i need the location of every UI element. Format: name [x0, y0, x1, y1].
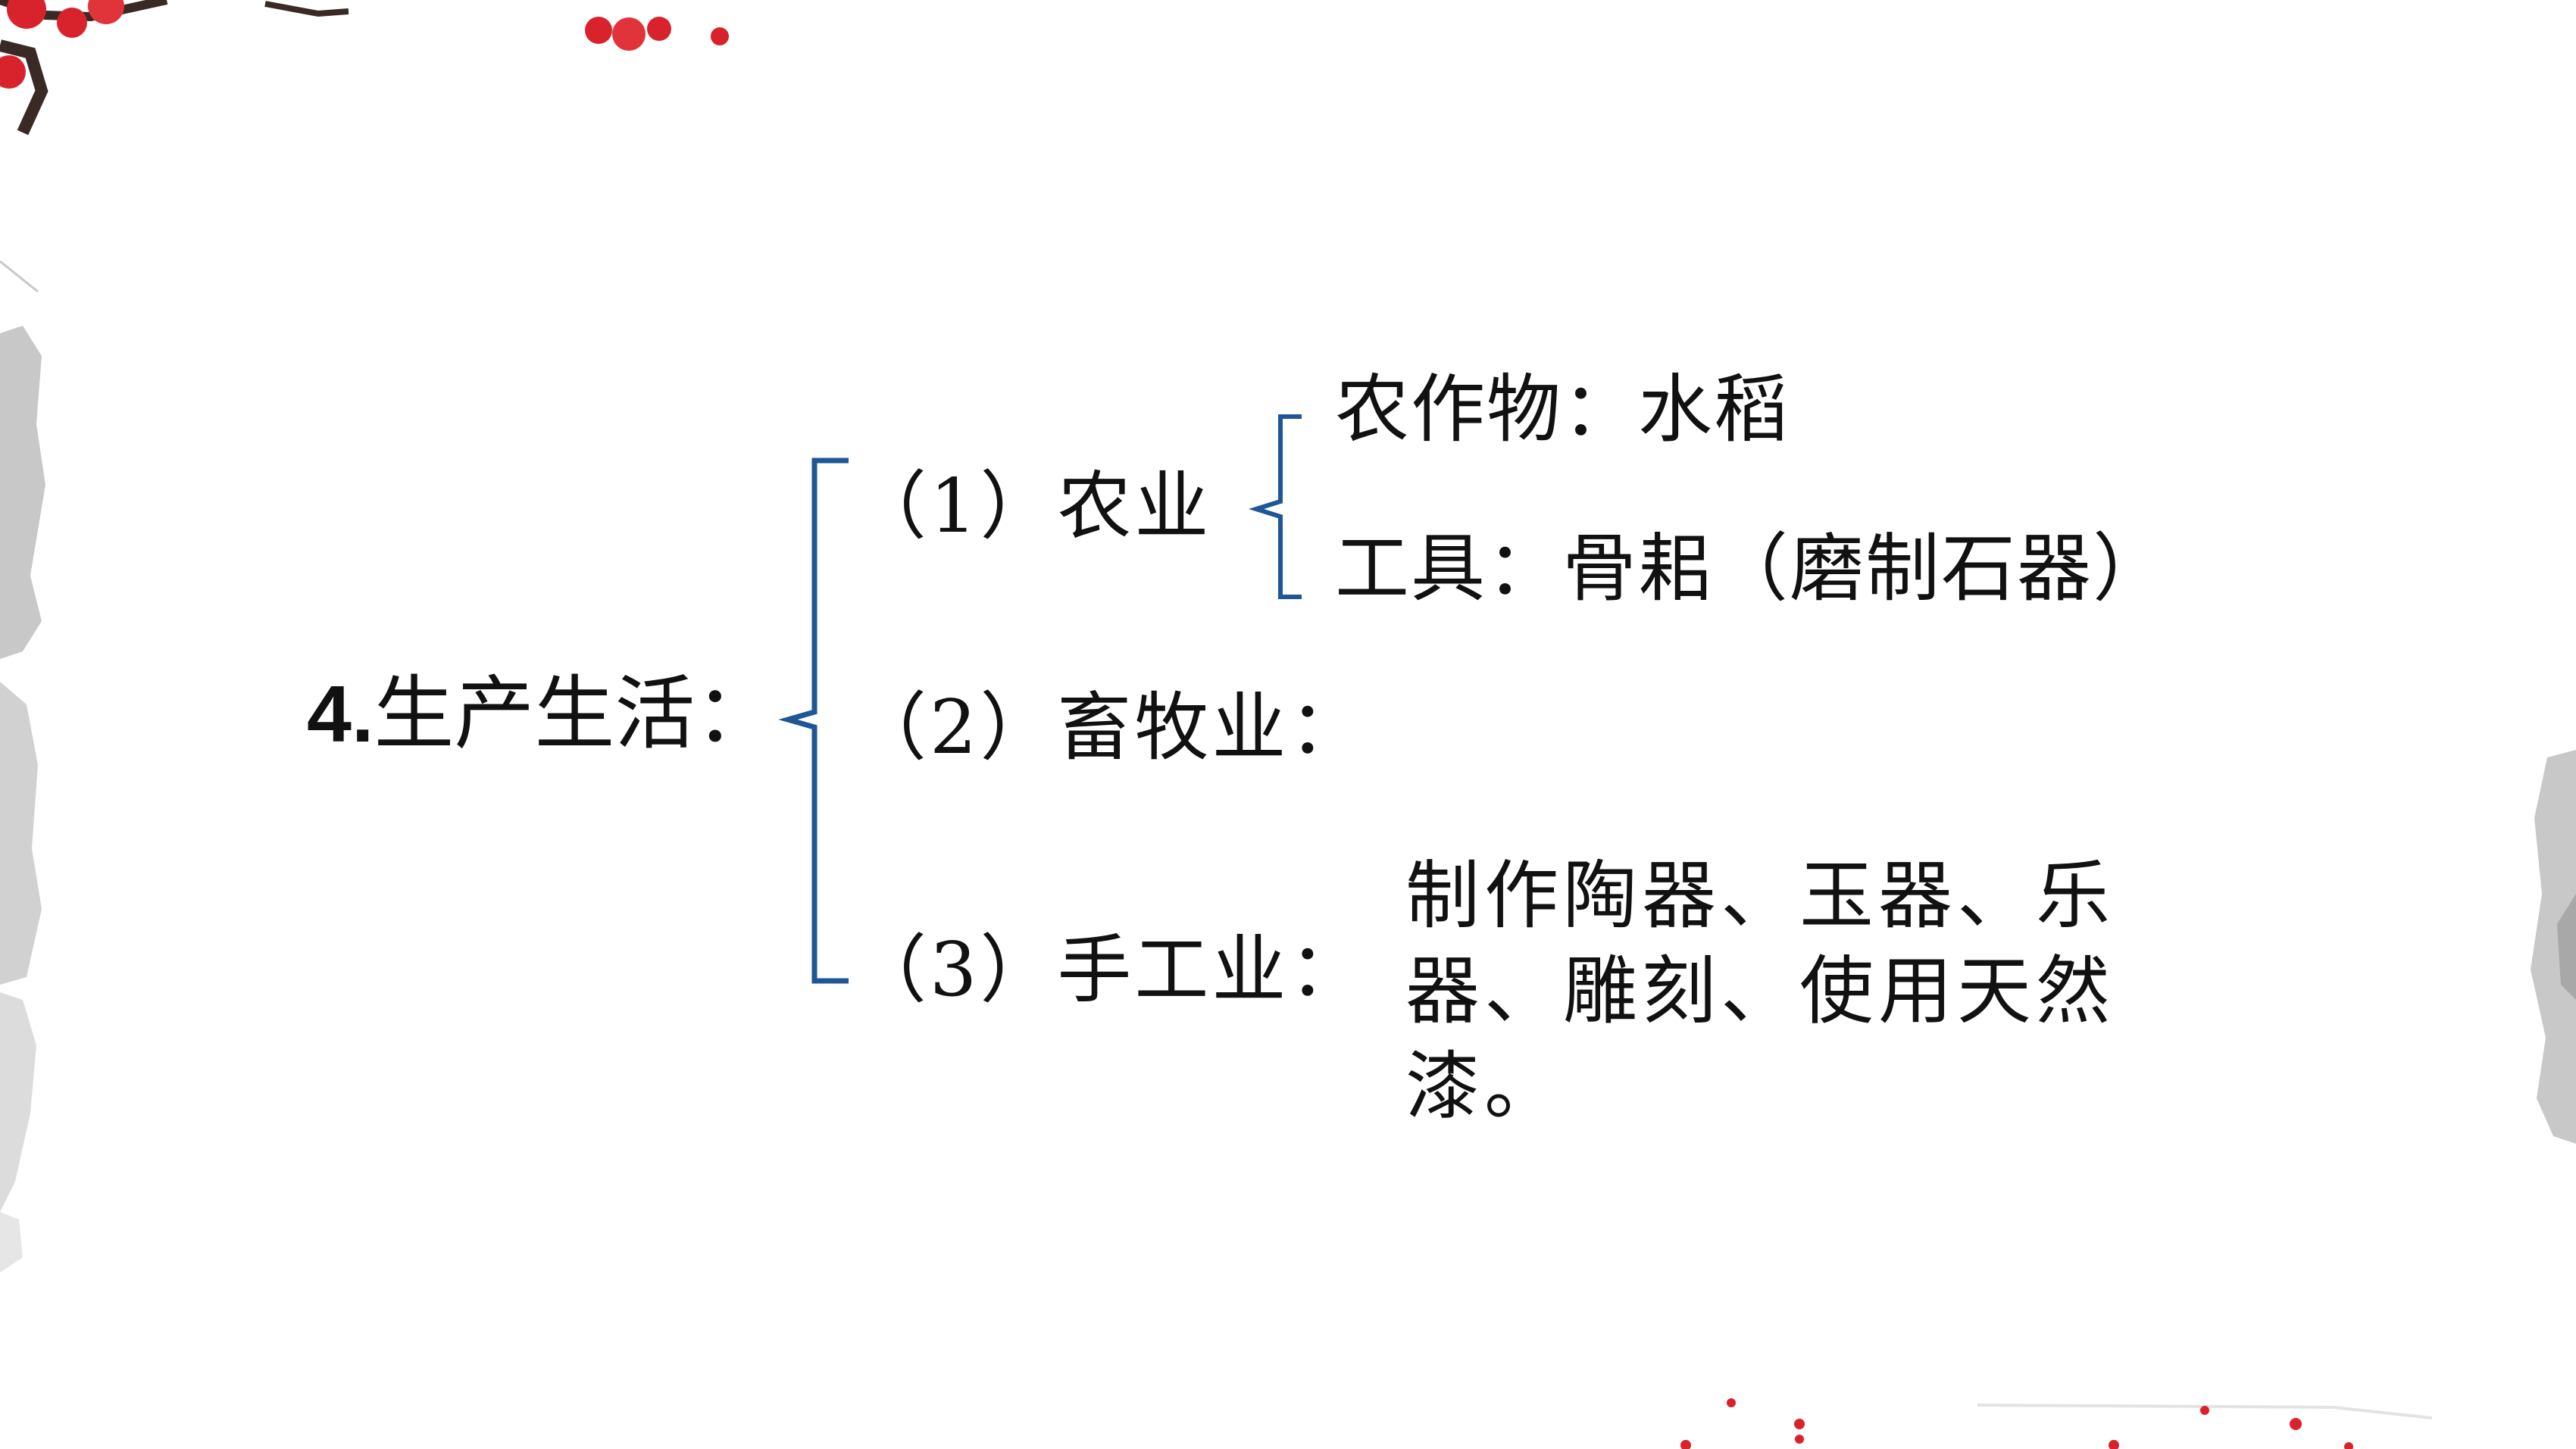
branch-handicraft: （3）手工业：: [852, 927, 1367, 1013]
scattered-petals: [1680, 1398, 2353, 1449]
branch-animal-husbandry: （2）畜牧业：: [852, 685, 1367, 771]
left-ink-wash: [0, 326, 45, 1273]
bottom-right-line: [1977, 1404, 2433, 1419]
topic-title: 生产生活：: [374, 667, 776, 760]
agriculture-crops: 农作物：水稻: [1335, 367, 1790, 453]
main-topic: 4.生产生活：: [307, 674, 775, 755]
handicraft-description: 制作陶器、玉器、乐器、雕刻、使用天然漆。: [1405, 853, 2115, 1130]
branch-agriculture: （1）农业: [852, 464, 1212, 550]
topic-number: 4.: [307, 670, 374, 759]
right-ink-wash: [2531, 750, 2576, 1144]
plum-blossom-branch: [0, 0, 729, 136]
agriculture-tools: 工具：骨耜（磨制石器）: [1335, 526, 2169, 612]
left-diagonal-line: [0, 260, 39, 293]
